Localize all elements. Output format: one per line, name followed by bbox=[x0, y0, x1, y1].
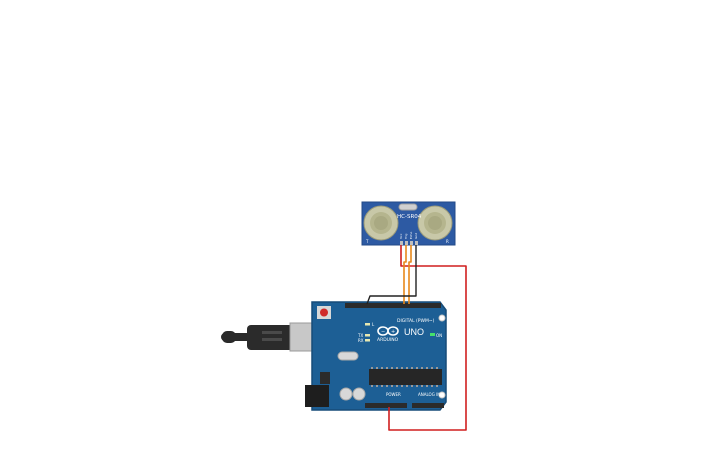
svg-text:−: − bbox=[381, 329, 385, 335]
voltage-regulator bbox=[320, 372, 330, 384]
brand-label: ARDUINO bbox=[377, 337, 399, 343]
on-led bbox=[430, 333, 435, 336]
pin-label-echo: Echo bbox=[409, 232, 413, 239]
model-label: UNO bbox=[404, 327, 424, 337]
infinity-logo-icon: − + bbox=[377, 326, 399, 336]
wire-vcc[interactable] bbox=[388, 245, 467, 431]
wire-trig[interactable] bbox=[403, 245, 407, 304]
arduino-uno-board[interactable]: DIGITAL (PWM~) ON L TX RX − + ARDUINO UN… bbox=[305, 301, 447, 411]
digital-header-label: DIGITAL (PWM~) bbox=[397, 318, 435, 324]
analog-header-label: ANALOG IN bbox=[418, 392, 440, 397]
l-led bbox=[365, 323, 370, 326]
atmega-chip bbox=[369, 367, 442, 387]
ultrasonic-sensor[interactable]: HC-SR04 T R Vcc Trig Echo Gnd bbox=[361, 201, 456, 246]
sensor-crystal bbox=[398, 203, 418, 211]
sensor-side-left: T bbox=[365, 239, 369, 244]
svg-text:+: + bbox=[391, 329, 395, 335]
sensor-model-label: HC-SR04 bbox=[397, 214, 422, 220]
on-label: ON bbox=[436, 333, 442, 338]
usb-cable[interactable] bbox=[221, 322, 327, 352]
reset-button-icon[interactable] bbox=[317, 306, 331, 319]
pin-label-gnd: Gnd bbox=[414, 233, 418, 239]
power-header[interactable] bbox=[365, 403, 407, 408]
digital-header[interactable] bbox=[345, 303, 441, 308]
tx-led bbox=[365, 334, 370, 337]
pin-label-vcc: Vcc bbox=[399, 233, 403, 239]
capacitor bbox=[352, 387, 366, 401]
rx-label: RX bbox=[358, 338, 364, 343]
l-label: L bbox=[372, 322, 375, 327]
power-jack[interactable] bbox=[305, 385, 329, 407]
pin-label-trig: Trig bbox=[404, 234, 408, 240]
sensor-side-right: R bbox=[446, 239, 449, 244]
mounting-hole bbox=[438, 314, 446, 322]
mounting-hole bbox=[438, 391, 446, 399]
sensor-pins[interactable] bbox=[400, 241, 418, 245]
wire-gnd[interactable] bbox=[366, 245, 417, 305]
transducer-left bbox=[363, 205, 399, 241]
crystal-oscillator bbox=[337, 351, 359, 361]
power-header-label: POWER bbox=[386, 392, 401, 397]
rx-led bbox=[365, 339, 370, 342]
tx-label: TX bbox=[357, 333, 363, 338]
capacitor bbox=[339, 387, 353, 401]
wire-echo[interactable] bbox=[408, 245, 412, 304]
transducer-right bbox=[417, 205, 453, 241]
analog-header[interactable] bbox=[412, 403, 444, 408]
